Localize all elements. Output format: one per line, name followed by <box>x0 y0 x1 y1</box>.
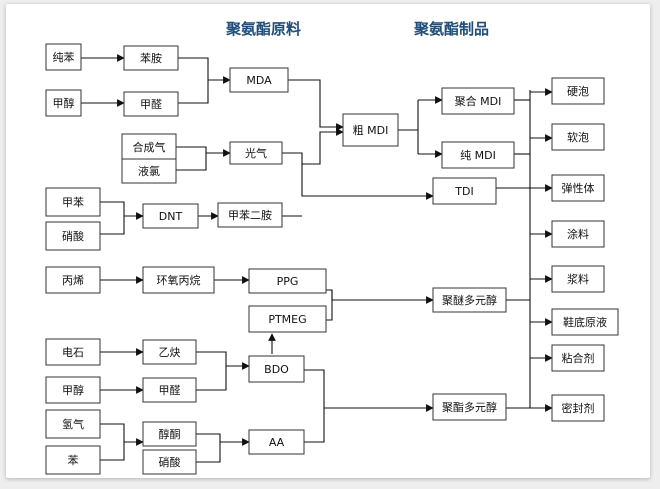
liquid-chlorine-box: 液氯 <box>121 158 177 184</box>
propylene-label: 丙烯 <box>62 274 84 287</box>
mda-label: MDA <box>246 74 272 87</box>
syngas-box: 合成气 <box>121 133 177 161</box>
calcium-carbide-label: 电石 <box>62 346 84 359</box>
product-elastomer-box: 弹性体 <box>551 174 605 202</box>
calcium-carbide-box: 电石 <box>45 338 101 366</box>
hydrogen-box: 氢气 <box>45 409 101 439</box>
bdo-methanol-label: 甲醇 <box>62 383 84 397</box>
aa-label: AA <box>269 436 285 449</box>
bdo-methanol-box: 甲醇 <box>45 376 101 404</box>
product-slurry-label: 浆料 <box>567 272 589 286</box>
diagram-card: 聚氨酯原料 聚氨酯制品 <box>6 4 650 478</box>
polymeric-mdi-label: 聚合 MDI <box>455 94 502 108</box>
aa-nitric-acid-label: 硝酸 <box>159 455 181 469</box>
ketone-alcohol-box: 醇酮 <box>142 421 197 447</box>
product-flexible-foam-box: 软泡 <box>551 123 605 151</box>
ppg-label: PPG <box>277 275 299 288</box>
nitric-acid-box: 硝酸 <box>45 221 101 251</box>
raw-materials-title: 聚氨酯原料 <box>225 20 301 38</box>
bdo-formaldehyde-box: 甲醛 <box>142 377 197 403</box>
raw-benzene-label: 纯苯 <box>53 50 75 64</box>
pure-mdi-box: 纯 MDI <box>441 141 515 169</box>
ketone-alcohol-label: 醇酮 <box>159 427 181 441</box>
phosgene-box: 光气 <box>229 141 283 165</box>
polyether-polyol-label: 聚醚多元醇 <box>442 293 497 307</box>
hydrogen-label: 氢气 <box>62 417 84 431</box>
phosgene-label: 光气 <box>245 146 267 160</box>
crude-mdi-label: 粗 MDI <box>353 124 389 137</box>
syngas-label: 合成气 <box>133 140 166 154</box>
bdo-box: BDO <box>248 355 305 383</box>
aa-nitric-acid-box: 硝酸 <box>142 449 197 475</box>
product-shoe-sole-label: 鞋底原液 <box>563 315 607 329</box>
dnt-box: DNT <box>142 203 199 229</box>
nitric-acid-label: 硝酸 <box>62 229 84 243</box>
ptmeg-box: PTMEG <box>248 305 327 333</box>
tdi-label: TDI <box>454 185 473 198</box>
tdi-box: TDI <box>432 177 497 205</box>
mda-box: MDA <box>229 67 289 93</box>
aa-box: AA <box>248 429 305 455</box>
product-elastomer-label: 弹性体 <box>562 181 595 195</box>
polymeric-mdi-box: 聚合 MDI <box>441 87 515 115</box>
propylene-box: 丙烯 <box>45 266 101 294</box>
polyester-polyol-label: 聚酯多元醇 <box>442 400 497 414</box>
product-rigid-foam-box: 硬泡 <box>551 77 605 105</box>
flow-diagram: 聚氨酯原料 聚氨酯制品 <box>45 20 619 475</box>
acetylene-label: 乙炔 <box>159 346 181 359</box>
node-boxes: 纯苯苯胺甲醇甲醛MDA粗 MDI聚合 MDI纯 MDI合成气液氯光气甲苯硝酸DN… <box>45 43 619 475</box>
raw-methanol-box: 甲醇 <box>45 89 82 117</box>
polyester-polyol-box: 聚酯多元醇 <box>432 393 507 421</box>
product-sealant-box: 密封剂 <box>551 394 605 422</box>
product-coating-label: 涂料 <box>567 227 589 241</box>
toluene-label: 甲苯 <box>62 195 84 209</box>
bdo-formaldehyde-label: 甲醛 <box>159 383 181 397</box>
formaldehyde-label: 甲醛 <box>140 97 162 111</box>
liquid-chlorine-label: 液氯 <box>138 164 160 178</box>
product-adhesive-label: 粘合剂 <box>562 351 595 365</box>
aniline-label: 苯胺 <box>140 51 162 65</box>
product-sealant-label: 密封剂 <box>562 401 595 415</box>
crude-mdi-box: 粗 MDI <box>342 113 399 147</box>
product-adhesive-box: 粘合剂 <box>551 344 605 372</box>
product-flexible-foam-label: 软泡 <box>567 130 589 144</box>
acetylene-box: 乙炔 <box>142 339 197 365</box>
raw-methanol-label: 甲醇 <box>53 96 75 110</box>
polyether-polyol-box: 聚醚多元醇 <box>432 287 507 313</box>
bdo-label: BDO <box>264 363 289 376</box>
raw-benzene-box: 纯苯 <box>45 43 82 71</box>
pure-mdi-label: 纯 MDI <box>460 149 496 162</box>
ppg-box: PPG <box>248 268 327 294</box>
ptmeg-label: PTMEG <box>268 313 306 326</box>
toluene-box: 甲苯 <box>45 187 101 217</box>
toluenediamine-box: 甲苯二胺 <box>217 202 283 228</box>
product-shoe-sole-box: 鞋底原液 <box>551 308 619 336</box>
product-rigid-foam-label: 硬泡 <box>567 84 589 98</box>
connector-lines <box>81 54 553 463</box>
products-title: 聚氨酯制品 <box>413 20 489 38</box>
formaldehyde-box: 甲醛 <box>123 91 179 117</box>
aniline-box: 苯胺 <box>123 45 179 71</box>
benzene-label: 苯 <box>68 453 79 467</box>
toluenediamine-label: 甲苯二胺 <box>228 208 272 222</box>
propylene-oxide-box: 环氧丙烷 <box>142 266 215 294</box>
dnt-label: DNT <box>159 210 183 223</box>
product-slurry-box: 浆料 <box>551 265 605 293</box>
benzene-box: 苯 <box>45 445 101 475</box>
propylene-oxide-label: 环氧丙烷 <box>157 273 201 287</box>
product-coating-box: 涂料 <box>551 220 605 248</box>
